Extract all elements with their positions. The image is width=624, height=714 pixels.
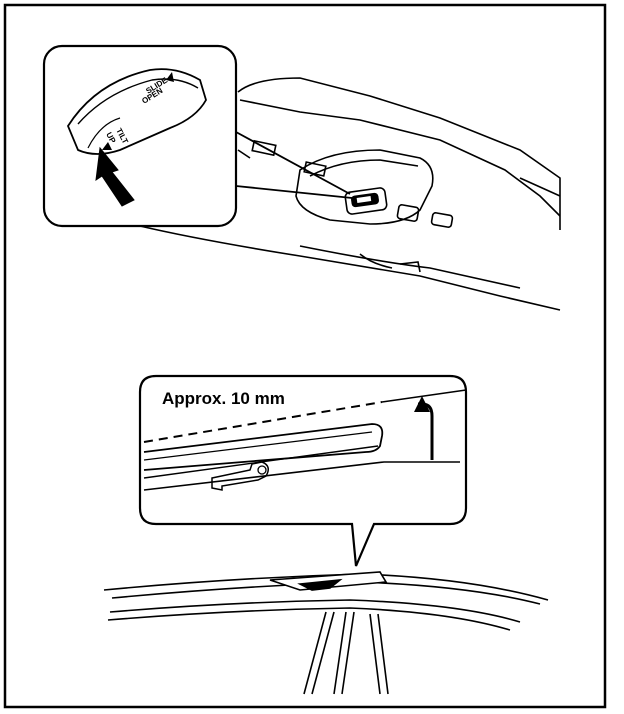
sunroof-switch — [344, 187, 388, 215]
press-arrow-icon — [95, 146, 135, 207]
overhead-console — [139, 77, 561, 311]
roof-profile — [103, 571, 549, 695]
map-lamp-left — [251, 139, 277, 157]
headliner-lower-edge — [139, 225, 561, 311]
glass-panel — [143, 423, 384, 471]
headliner-outline — [237, 77, 561, 230]
lamp-button — [396, 204, 420, 222]
tilt-arrow-icon — [102, 142, 112, 150]
inset-leader-lines — [235, 131, 353, 199]
tilt-distance-label: Approx. 10 mm — [162, 389, 285, 408]
slide-arrow-icon — [166, 72, 174, 82]
tilt-detail-callout: Approx. 10 mm — [138, 374, 468, 567]
map-lamp-right — [303, 161, 327, 177]
switch-detail-inset: SLIDE OPEN TILT UP — [42, 44, 238, 228]
lamp-button-2 — [430, 212, 454, 228]
tilted-glass-outline — [143, 401, 383, 443]
console-body — [295, 149, 434, 225]
glass-bracket — [211, 461, 269, 491]
diagram-border — [3, 3, 607, 709]
